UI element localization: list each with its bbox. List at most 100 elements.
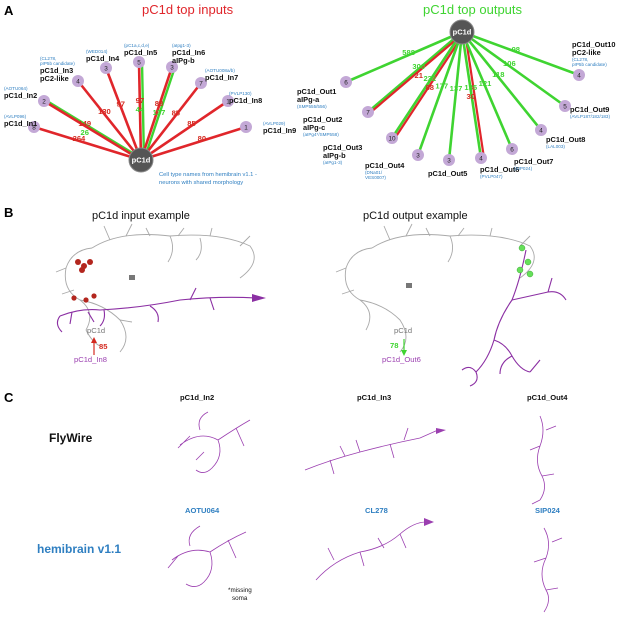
- input-name-3: pC1d_In3: [40, 66, 73, 75]
- input-weight-2: 149: [78, 119, 91, 128]
- input-node-count-3: 4: [76, 78, 80, 85]
- output-node-6: [475, 152, 487, 164]
- output-name-3: pC1d_Out3: [323, 143, 362, 152]
- hemibrain-type-sip024: SIP024: [535, 506, 561, 515]
- input-edge-green-5: [140, 61, 146, 161]
- output-weight-red-2: 21: [415, 71, 424, 80]
- output-node-count-4: 3: [416, 152, 420, 159]
- output-example-weight: 78: [390, 341, 398, 350]
- input-example-pc1d-label: pC1d: [87, 326, 105, 335]
- output-subtype-9: (AVLP187/182/183): [570, 114, 610, 119]
- output-edge-9: [461, 30, 566, 108]
- input-node-9: [240, 121, 252, 133]
- output-example-partner: pC1d_Out6: [382, 355, 421, 364]
- input-example-neurons: [55, 223, 266, 353]
- morphology-note-line2: neurons with shared morphology: [159, 180, 243, 186]
- input-node-count-4: 3: [104, 65, 108, 72]
- outputs-center-label: pC1d: [453, 28, 472, 37]
- output-weight-1: 588: [402, 48, 415, 57]
- input-node-count-6: 3: [170, 64, 174, 71]
- input-weight-3: 130: [98, 107, 111, 116]
- output-node-9: [559, 100, 571, 112]
- output-subtype-10: (CL278,: [572, 57, 588, 62]
- panel-label-c: C: [4, 390, 14, 405]
- input-weight-green-6: 137: [153, 108, 166, 117]
- output-subtype-6: (PVLP047): [480, 174, 503, 179]
- input-edge-green-6: [142, 66, 177, 161]
- input-node-2: [38, 95, 50, 107]
- output-node-2: [362, 106, 374, 118]
- col-header-in2: pC1d_In2: [180, 393, 214, 402]
- output-node-count-7: 6: [510, 146, 514, 153]
- input-subtype-5: (pC1a,c,d,e): [124, 43, 150, 48]
- inputs-title: pC1d top inputs: [142, 2, 234, 17]
- output-edge-red-6: [463, 31, 486, 159]
- input-subtype-6: (aIpg1-3): [172, 43, 191, 48]
- input-node-count-5: 5: [137, 59, 141, 66]
- hemibrain-type-aotu064: AOTU064: [185, 506, 220, 515]
- output-weight-4: 177: [435, 82, 448, 91]
- input-edge-3: [76, 80, 143, 161]
- output-example-arrowhead: [401, 350, 407, 356]
- output-edge-7: [460, 31, 514, 150]
- input-subtype2-3: pIP5b candidate): [40, 61, 75, 66]
- output-node-7: [506, 143, 518, 155]
- input-node-8: [222, 95, 234, 107]
- output-name-9: pC1d_Out9: [570, 105, 609, 114]
- input-edge-green-2: [46, 99, 145, 162]
- input-weight-4: 97: [116, 100, 124, 109]
- inputs-center-node: [128, 147, 154, 173]
- input-name2-3: pC2-like: [40, 74, 69, 83]
- input-weight-6: 88: [155, 99, 163, 108]
- input-name-6: pC1d_In6: [172, 48, 205, 57]
- input-edge-4: [104, 67, 143, 161]
- output-weight-8: 118: [492, 70, 504, 79]
- input-subtype-8: (PVLP130): [229, 91, 252, 96]
- input-edge-6: [139, 66, 174, 161]
- input-edge-1: [33, 125, 142, 162]
- input-name-4: pC1d_In4: [86, 54, 120, 63]
- missing-soma-note-line2: soma: [232, 595, 248, 602]
- input-node-count-9: 1: [244, 124, 248, 131]
- input-edge-7: [139, 82, 203, 161]
- input-node-7: [195, 77, 207, 89]
- output-name-5: pC1d_Out5: [428, 169, 467, 178]
- input-name-7: pC1d_In7: [205, 73, 238, 82]
- output-subtype-1: (SMP555/556): [297, 104, 327, 109]
- input-subtype-9: (AVLP029): [263, 121, 286, 126]
- output-name-6: pC1d_Out6: [480, 165, 519, 174]
- input-node-3: [72, 75, 84, 87]
- output-weight-red-3: 88: [426, 83, 434, 92]
- input-soma: [129, 275, 135, 280]
- input-example-arrowhead: [91, 337, 97, 343]
- input-weight-7: 85: [172, 108, 181, 117]
- input-node-4: [100, 62, 112, 74]
- output-edge-2: [367, 31, 463, 113]
- outputs-network: 6588pC1d_Out1aIPg-a(SMP555/556)730021pC1…: [297, 19, 616, 180]
- input-name2-6: aIPg-b: [172, 56, 195, 65]
- output-name-7: pC1d_Out7: [514, 157, 553, 166]
- output-example-pc1d-label: pC1d: [394, 326, 412, 335]
- output-edge-1: [345, 30, 463, 84]
- input-name-5: pC1d_In5: [124, 48, 157, 57]
- outputs-title: pC1d top outputs: [423, 2, 523, 17]
- input-node-5: [133, 56, 145, 68]
- output-edge-6: [460, 31, 483, 159]
- input-subtype-2: (AOTU064): [4, 86, 28, 91]
- input-subtype-4: (WED014): [86, 49, 108, 54]
- col-header-in3: pC1d_In3: [357, 393, 391, 402]
- morphology-note-line1: Cell type names from hemibrain v1.1 -: [159, 172, 257, 178]
- output-edge-5: [447, 31, 464, 161]
- output-node-5: [443, 154, 455, 166]
- input-weight-8: 85: [187, 119, 196, 128]
- output-example-title: pC1d output example: [363, 210, 468, 222]
- output-node-count-3: 10: [388, 135, 396, 142]
- input-weight-green-5: 44: [136, 105, 145, 114]
- output-edge-8: [460, 31, 543, 131]
- missing-soma-note-line1: *missing: [228, 587, 252, 594]
- output-subtype-2: (aIPg4*/SMP558): [303, 132, 339, 137]
- output-node-count-2: 7: [366, 109, 370, 116]
- input-subtype-1: (AVLP096): [4, 114, 27, 119]
- output-node-count-6: 4: [479, 155, 483, 162]
- input-node-count-1: 8: [32, 124, 36, 131]
